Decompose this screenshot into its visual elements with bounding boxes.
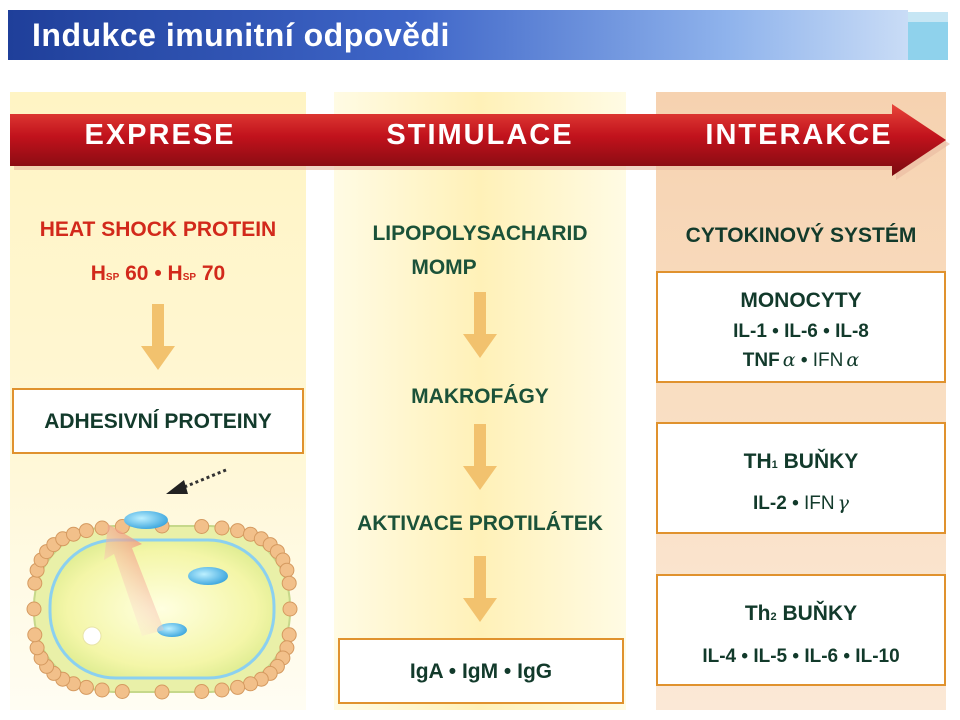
hsp-separator: •: [154, 262, 162, 285]
membrane-bead: [194, 519, 210, 534]
heat-shock-heading: HEAT SHOCK PROTEIN: [39, 218, 277, 241]
cell-illustration: [26, 468, 298, 700]
vesicle-icon: [188, 567, 228, 585]
stage-label-stimulation: STIMULACE: [386, 119, 574, 151]
th1-separator: •: [792, 493, 799, 514]
th2-th: Th: [744, 602, 771, 625]
membrane-bead: [27, 575, 43, 591]
th2-cells-box: Th2 BUŇKY IL-4 • IL-5 • IL-6 • IL-10: [656, 574, 946, 686]
th1-sub: 1: [771, 459, 778, 471]
membrane-bead: [214, 682, 230, 698]
hsp-sub1: SP: [105, 272, 120, 283]
process-arrow-body: [10, 104, 946, 176]
hsp-v2: 70: [201, 262, 226, 285]
th1-cells: BUŇKY: [783, 450, 859, 473]
membrane-bead: [94, 682, 110, 698]
th2-title: Th2 BUŇKY: [658, 602, 944, 626]
membrane-bead: [230, 679, 246, 695]
monocytes-separator: •: [800, 350, 808, 371]
membrane-bead: [154, 684, 170, 700]
membrane-bead: [214, 520, 230, 536]
export-arrow-icon: [104, 524, 164, 636]
ifn-gamma-greek: γ: [837, 492, 849, 514]
stage-label-interaction: INTERAKCE: [705, 119, 893, 151]
membrane-bead: [114, 684, 130, 699]
dotted-arrow-icon: [166, 480, 188, 494]
title-accent-shade: [908, 12, 948, 22]
th2-cells: BUŇKY: [782, 602, 858, 625]
tnf-greek: α: [782, 349, 796, 371]
title-accent: [908, 22, 948, 60]
tnf-label: TNF: [742, 350, 780, 371]
th2-interleukins: IL-4 • IL-5 • IL-6 • IL-10: [702, 646, 900, 667]
monocytes-interleukins: IL-1 • IL-6 • IL-8: [733, 321, 869, 342]
momp-heading: MOMP: [411, 256, 477, 279]
membrane-bead: [78, 679, 94, 695]
membrane-bead: [66, 526, 81, 542]
down-arrow-icon: [463, 292, 497, 358]
th2-sub: 2: [770, 611, 777, 623]
membrane-bead: [29, 640, 45, 656]
stage-label-expression: EXPRESE: [84, 119, 236, 151]
down-arrow-icon: [463, 424, 497, 490]
membrane-bead: [282, 601, 298, 617]
adhesive-proteins-label: ADHESIVNÍ PROTEINY: [44, 410, 272, 433]
membrane-bead: [26, 601, 42, 617]
macrophages-label: MAKROFÁGY: [411, 385, 549, 408]
nucleus: [82, 626, 102, 646]
cytokine-heading: CYTOKINOVÝ SYSTÉM: [685, 224, 917, 247]
membrane-bead: [279, 562, 295, 578]
ifn-label: IFN: [812, 350, 844, 371]
cell-body: [48, 538, 276, 680]
down-arrow-icon: [463, 556, 497, 622]
antibody-activation-label: AKTIVACE PROTILÁTEK: [357, 512, 603, 535]
page-title: Indukce imunitní odpovědi: [32, 17, 450, 53]
hsp-v1: 60: [125, 262, 149, 285]
vesicle-icon: [124, 511, 168, 529]
th1-th: TH: [743, 450, 772, 473]
down-arrow-icon: [141, 304, 175, 370]
membrane-bead: [27, 627, 43, 643]
membrane-bead: [194, 684, 210, 699]
lps-heading: LIPOPOLYSACHARID: [372, 222, 588, 245]
membrane-bead: [281, 627, 297, 643]
vesicle-icon: [157, 623, 187, 637]
membrane-bead: [78, 523, 94, 539]
membrane-bead: [281, 575, 297, 591]
ifn-greek: α: [846, 349, 860, 371]
hsp-sub2: SP: [182, 272, 197, 283]
process-arrow: [10, 104, 950, 180]
membrane-bead: [230, 523, 246, 539]
th1-title: TH1 BUŇKY: [658, 450, 944, 474]
monocytes-title: MONOCYTY: [740, 289, 862, 312]
title-bar: [8, 10, 908, 60]
hsp-h2: H: [167, 262, 183, 285]
ifn-gamma-label: IFN: [804, 493, 835, 514]
membrane-bead: [243, 676, 258, 692]
immunoglobulin-box: IgA • IgM • IgG: [338, 638, 624, 704]
dotted-arrow-icon: [181, 468, 227, 490]
hsp-values: HSP 60 • HSP 70: [10, 262, 306, 286]
adhesive-proteins-box: ADHESIVNÍ PROTEINY: [12, 388, 304, 454]
hsp-h1: H: [90, 262, 106, 285]
immunoglobulin-label: IgA • IgM • IgG: [409, 660, 553, 683]
il2-label: IL-2: [753, 493, 787, 514]
membrane-bead: [94, 520, 110, 536]
